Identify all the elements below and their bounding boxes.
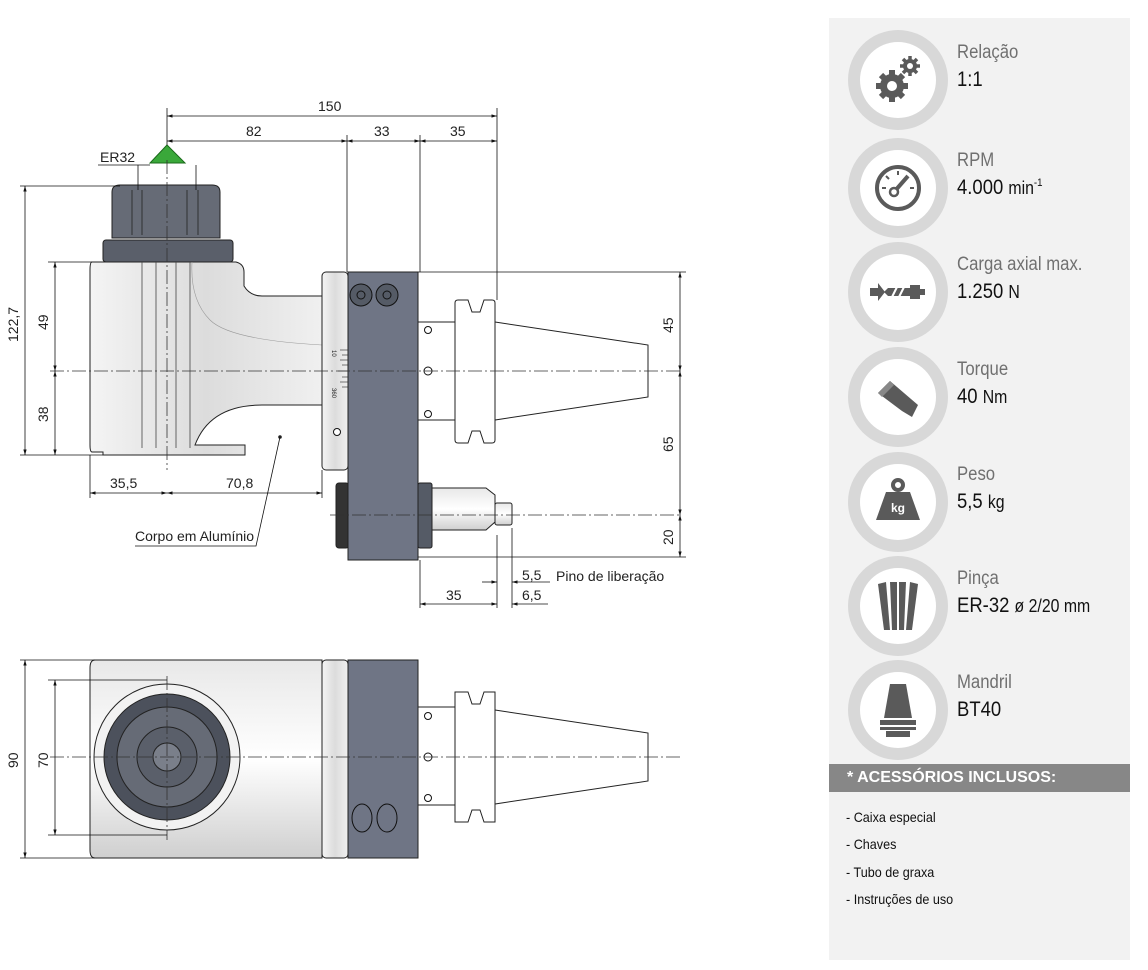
- top-view: 90 70: [5, 659, 680, 859]
- weight-icon: kg: [860, 464, 936, 540]
- spec-panel: Relação 1:1 RPM 4.000 min-1 Carga axial …: [829, 18, 1130, 960]
- spec-value: 1.250 N: [957, 280, 1020, 303]
- torque-icon: [860, 359, 936, 435]
- accessory-item: - Tubo de graxa: [846, 864, 935, 880]
- spec-label: Relação: [957, 42, 1019, 63]
- aluminum-body: [89, 261, 323, 456]
- dim-33: 33: [374, 123, 390, 139]
- dim-70-8: 70,8: [226, 475, 253, 491]
- side-view-dimensions: 150 82 33 35 ER32 122,7 49 38 35,5 70,8 …: [5, 98, 686, 608]
- dim-20: 20: [660, 529, 676, 545]
- spec-rpm: RPM 4.000 min-1: [829, 138, 1130, 242]
- accessories-header: * ACESSÓRIOS INCLUSOS:: [829, 764, 1130, 792]
- dim-150: 150: [318, 98, 342, 114]
- spec-value: BT40: [957, 698, 1002, 721]
- gauge-icon: [860, 150, 936, 226]
- accessory-item: - Instruções de uso: [846, 891, 954, 907]
- label-aluminum-body: Corpo em Alumínio: [135, 528, 254, 544]
- knurled-knob: [335, 482, 350, 549]
- technical-drawing: 10 360 150 82 33: [5, 98, 686, 859]
- drill-icon: [860, 254, 936, 330]
- collet-nut: [111, 184, 221, 239]
- dim-6-5: 6,5: [522, 587, 542, 603]
- spec-label: RPM: [957, 150, 995, 171]
- label-release-pin: Pino de liberação: [556, 568, 664, 584]
- scale-label-bottom: 360: [330, 388, 336, 399]
- bt40-flange: [454, 299, 496, 444]
- dim-82: 82: [246, 123, 262, 139]
- spec-label: Peso: [957, 464, 996, 485]
- dim-90: 90: [5, 752, 21, 768]
- spec-label: Mandril: [957, 672, 1012, 693]
- spec-collet: Pinça ER-32 ø 2/20 mm: [829, 556, 1130, 660]
- accessory-item: - Caixa especial: [846, 809, 936, 825]
- dim-38: 38: [35, 406, 51, 422]
- dim-35-bottom: 35: [446, 587, 462, 603]
- spec-label: Carga axial max.: [957, 254, 1083, 275]
- scale-label-top: 10: [330, 350, 336, 357]
- dim-35-5: 35,5: [110, 475, 137, 491]
- weight-icon-text: kg: [891, 501, 905, 515]
- dim-65: 65: [660, 436, 676, 452]
- gears-icon: [860, 42, 936, 118]
- spec-ratio: Relação 1:1: [829, 30, 1130, 134]
- spec-torque: Torque 40 Nm: [829, 347, 1130, 451]
- taper-icon: [860, 672, 936, 748]
- housing-plate: [347, 271, 419, 561]
- spec-value: 5,5 kg: [957, 490, 1005, 513]
- plug-screws: [349, 283, 399, 307]
- spec-label: Pinça: [957, 568, 999, 589]
- accessory-item: - Chaves: [846, 836, 897, 852]
- spec-value: 40 Nm: [957, 385, 1008, 408]
- spec-value: 1:1: [957, 68, 983, 91]
- collet-flange: [102, 239, 234, 263]
- dim-35-top: 35: [450, 123, 466, 139]
- spec-weight: kg Peso 5,5 kg: [829, 452, 1130, 556]
- reference-marker: [148, 144, 187, 164]
- dim-45: 45: [660, 317, 676, 333]
- side-view: 10 360: [50, 144, 680, 561]
- spec-axial-load: Carga axial max. 1.250 N: [829, 242, 1130, 346]
- dim-49: 49: [35, 314, 51, 330]
- collet-icon: [860, 568, 936, 644]
- dim-122-7: 122,7: [5, 307, 21, 342]
- dim-70: 70: [35, 752, 51, 768]
- spec-value: ER-32 ø 2/20 mm: [957, 594, 1091, 617]
- label-er32: ER32: [100, 149, 135, 165]
- spec-spindle: Mandril BT40: [829, 660, 1130, 764]
- spec-value: 4.000 min-1: [957, 176, 1043, 199]
- dim-5-5: 5,5: [522, 567, 542, 583]
- spec-label: Torque: [957, 359, 1009, 380]
- release-pin: [431, 487, 496, 531]
